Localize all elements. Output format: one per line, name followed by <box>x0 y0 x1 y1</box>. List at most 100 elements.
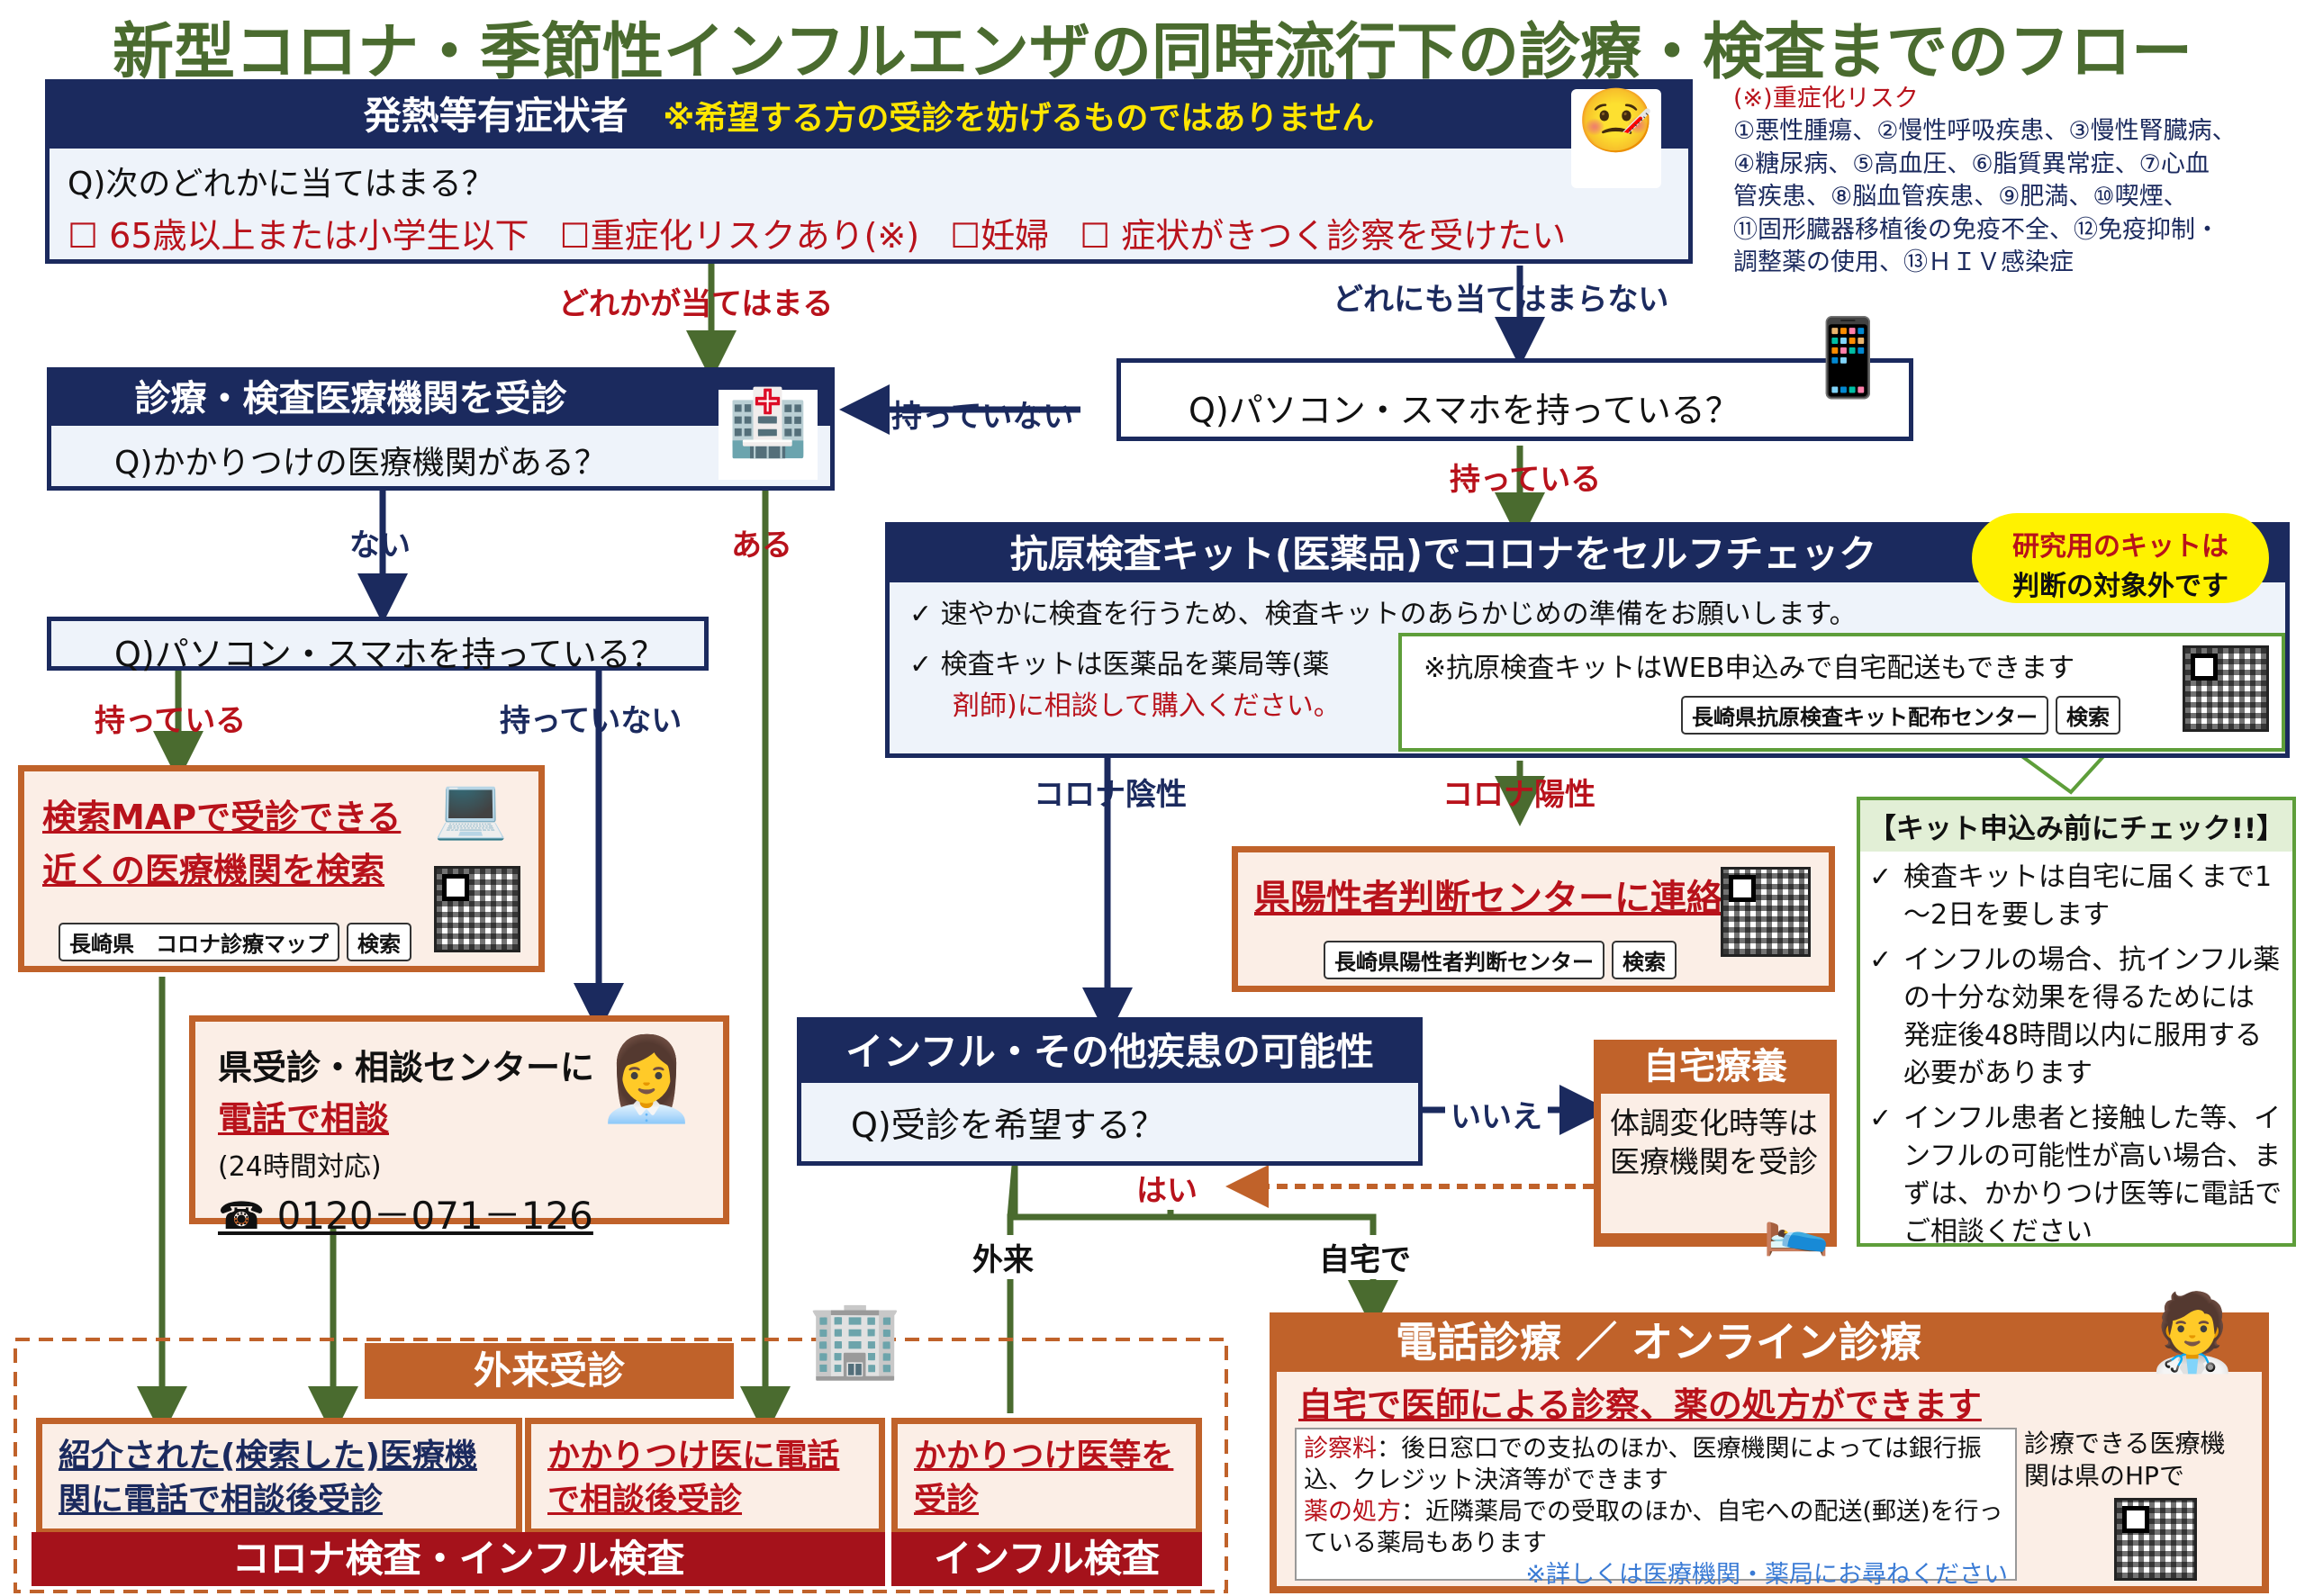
badge-line2: 判断の対象外です <box>2012 571 2228 602</box>
sleeping-person-icon: 🛌 <box>1762 1195 1830 1258</box>
antigen-box: 抗原検査キット(医薬品)でコロナをセルフチェック ✓ 速やかに検査を行うため、検… <box>885 522 2290 758</box>
consult-line1: 県受診・相談センターに <box>218 1048 595 1087</box>
influ-question: Q)受診を希望する？ <box>851 1105 1165 1145</box>
positive-search-button[interactable]: 検索 <box>1612 941 1677 979</box>
pc-right-question: Q)パソコン・スマホを持っている？ <box>1189 391 1740 430</box>
kit-check-item-1: ✓ 検査キットは自宅に届くまで1～2日を要します <box>1869 859 2283 934</box>
outpatient-box-1: 紹介された(検索した)医療機関に電話で相談後受診 <box>36 1418 522 1535</box>
positive-qr-code[interactable] <box>1721 867 1811 957</box>
clinic-box: 診療・検査医療機関を受診 Q)かかりつけの医療機関がある？ 🏥 <box>47 367 835 491</box>
online-rx: 薬の処方：近隣薬局での受取のほか、自宅への配送(郵送)を行っている薬局もあります <box>1304 1496 2008 1559</box>
pc-right-box: Q)パソコン・スマホを持っている？ 📱 <box>1116 320 1913 441</box>
online-header: 電話診療 ／ オンライン診療 <box>1396 1318 1922 1366</box>
risk-line-3: 管疾患、⑧脳血管疾患、⑨肥満、⑩喫煙、 <box>1733 183 2188 212</box>
symptom-options: ☐ 65歳以上または小学生以下 ☐重症化リスクあり(※) ☐妊婦 ☐ 症状がきつ… <box>68 208 1688 257</box>
consult-box: 県受診・相談センターに 電話で相談 (24時間対応) ☎ 0120－071－12… <box>189 1015 729 1238</box>
home-box: 自宅療養 体調変化時等は医療機関を受診 🛌 <box>1594 1040 1837 1254</box>
map-search: 長崎県 コロナ診療マップ 検索 <box>59 923 411 961</box>
smartphone-icon: 📱 <box>1801 313 1895 401</box>
clinic-header: 診療・検査医療機関を受診 <box>51 372 830 426</box>
influ-header: インフル・その他疾患の可能性 <box>801 1022 1418 1083</box>
positive-search-term[interactable]: 長崎県陽性者判断センター <box>1324 941 1604 979</box>
check-icon: ✓ <box>1869 944 1893 976</box>
outpatient-box-3: かかりつけ医等を受診 <box>891 1418 1202 1535</box>
outpatient-label: 外来受診 <box>365 1343 734 1399</box>
label-nai: ない <box>349 527 411 564</box>
risk-note: (※)重症化リスク ①悪性腫瘍、②慢性呼吸疾患、③慢性腎臓病、 ④糖尿病、⑤高血… <box>1733 83 2291 280</box>
positive-search: 長崎県陽性者判断センター 検索 <box>1324 941 1677 979</box>
outpatient-text-1: 紹介された(検索した)医療機関に電話で相談後受診 <box>59 1438 477 1519</box>
kit-check-box: 【キット申込み前にチェック!!】 ✓ 検査キットは自宅に届くまで1～2日を要します… <box>1857 797 2296 1248</box>
map-line2[interactable]: 近くの医療機関を検索 <box>42 851 385 890</box>
online-body: 自宅で医師による診察、薬の処方ができます 診察料：後日窓口での支払のほか、医療機… <box>1277 1372 2262 1589</box>
label-not-have-left: 持っていない <box>500 703 682 739</box>
computer-user-icon: 💻 <box>433 773 509 843</box>
research-kit-badge: 研究用のキットは 判断の対象外です <box>1972 513 2269 603</box>
risk-line-2: ④糖尿病、⑤高血圧、⑥脂質異常症、⑦心血 <box>1733 149 2210 178</box>
risk-line-5: 調整薬の使用、⑬ＨＩＶ感染症 <box>1733 248 2074 277</box>
kit-check-text-2: インフルの場合、抗インフル薬の十分な効果を得るためには 発症後48時間以内に服用… <box>1903 944 2281 1089</box>
kit-check-title: 【キット申込み前にチェック!!】 <box>1860 800 2292 852</box>
check-icon: ✓ <box>1869 1103 1893 1134</box>
label-aru: ある <box>731 527 792 564</box>
label-have-left: 持っている <box>95 703 247 739</box>
antigen-search-button[interactable]: 検索 <box>2056 696 2120 735</box>
label-any-yes: どれかが当てはまる <box>558 286 834 322</box>
map-search-term[interactable]: 長崎県 コロナ診療マップ <box>59 923 339 961</box>
option-age[interactable]: ☐ 65歳以上または小学生以下 <box>68 216 529 256</box>
online-rx-text: ：近隣薬局での受取のほか、自宅への配送(郵送)を行っている薬局もあります <box>1304 1498 2003 1558</box>
antigen-search: 長崎県抗原検査キット配布センター 検索 <box>1681 696 2120 735</box>
online-subtitle: 自宅で医師による診察、薬の処方ができます <box>1298 1385 1982 1425</box>
label-corona-neg: コロナ陰性 <box>1034 777 1187 813</box>
badge-line1: 研究用のキットは <box>2012 531 2228 563</box>
home-body: 体調変化時等は医療機関を受診 <box>1601 1094 1830 1233</box>
symptom-question: Q)次のどれかに当てはまる？ <box>68 166 494 203</box>
risk-line-1: ①悪性腫瘍、②慢性呼吸疾患、③慢性腎臓病、 <box>1733 117 2237 146</box>
online-fee-label: 診察料 <box>1304 1435 1377 1463</box>
label-gairai: 外来 <box>972 1235 1034 1279</box>
outpatient-text-2: かかりつけ医に電話で相談後受診 <box>547 1438 840 1519</box>
online-qr-code[interactable] <box>2114 1498 2197 1581</box>
online-side: 診療できる医療機関は県のHPで <box>2024 1429 2226 1492</box>
online-box: 電話診療 ／ オンライン診療 自宅で医師による診察、薬の処方ができます 診察料：… <box>1270 1294 2269 1593</box>
map-box: 検索MAPで受診できる 近くの医療機関を検索 長崎県 コロナ診療マップ 検索 💻 <box>18 765 545 972</box>
online-fee: 診察料：後日窓口での支払のほか、医療機関によっては銀行振込、クレジット決済等がで… <box>1304 1433 2008 1496</box>
positive-box: 県陽性者判断センターに連絡 長崎県陽性者判断センター 検索 <box>1232 846 1835 992</box>
antigen-line2a: ✓ 検査キットは医薬品を薬局等(薬 <box>909 649 1330 681</box>
map-qr-code[interactable] <box>434 866 520 952</box>
antigen-qr-code[interactable] <box>2183 645 2269 732</box>
label-iie: いいえ <box>1445 1092 1548 1136</box>
home-header: 自宅療養 <box>1643 1046 1787 1087</box>
online-rx-label: 薬の処方 <box>1304 1498 1401 1527</box>
option-risk[interactable]: ☐重症化リスクあり(※) <box>559 216 920 256</box>
option-pregnant[interactable]: ☐妊婦 <box>950 216 1050 256</box>
risk-line-4: ⑪固形臓器移植後の免疫不全、⑫免疫抑制・ <box>1733 215 2219 244</box>
clinic-question: Q)かかりつけの医療機関がある？ <box>114 445 607 482</box>
consult-hours: (24時間対応) <box>218 1151 382 1183</box>
online-doctor-icon: 🧑‍⚕️ <box>2145 1288 2240 1376</box>
option-severe[interactable]: ☐ 症状がきつく診察を受けたい <box>1080 216 1567 256</box>
symptom-header-note: ※希望する方の受診を妨げるものではありません <box>663 100 1375 137</box>
antigen-search-term[interactable]: 長崎県抗原検査キット配布センター <box>1681 696 2048 735</box>
clinic-doctor-icon: 🏢 <box>808 1294 903 1383</box>
map-search-button[interactable]: 検索 <box>347 923 411 961</box>
outpatient-text-3: かかりつけ医等を受診 <box>914 1438 1174 1519</box>
hospital-icon: 🏥 <box>719 390 818 480</box>
pc-left-question: Q)パソコン・スマホを持っている？ <box>114 635 665 674</box>
online-fee-text: ：後日窓口での支払のほか、医療機関によっては銀行振込、クレジット決済等ができます <box>1304 1435 1982 1495</box>
antigen-line2b: 剤師)に相談して購入ください。 <box>953 690 1341 722</box>
label-not-have: 持っていない <box>891 399 1074 435</box>
label-hai: はい <box>1136 1166 1198 1210</box>
positive-title[interactable]: 県陽性者判断センターに連絡 <box>1254 878 1722 919</box>
map-line1[interactable]: 検索MAPで受診できる <box>42 798 402 837</box>
kit-check-text-1: 検査キットは自宅に届くまで1～2日を要します <box>1903 861 2273 931</box>
consult-phone[interactable]: ☎ 0120－071－126 <box>218 1194 593 1238</box>
antigen-line1: ✓ 速やかに検査を行うため、検査キットのあらかじめの準備をお願いします。 <box>909 599 1857 630</box>
operator-icon: 👩‍💼 <box>595 1032 698 1127</box>
consult-line2: 電話で相談 <box>218 1099 390 1139</box>
check-icon: ✓ <box>1869 861 1893 893</box>
label-none: どれにも当てはまらない <box>1333 282 1669 318</box>
pc-left-box: Q)パソコン・スマホを持っている？ <box>47 617 709 674</box>
symptom-box: 発熱等有症状者 ※希望する方の受診を妨げるものではありません Q)次のどれかに当… <box>45 79 1693 264</box>
